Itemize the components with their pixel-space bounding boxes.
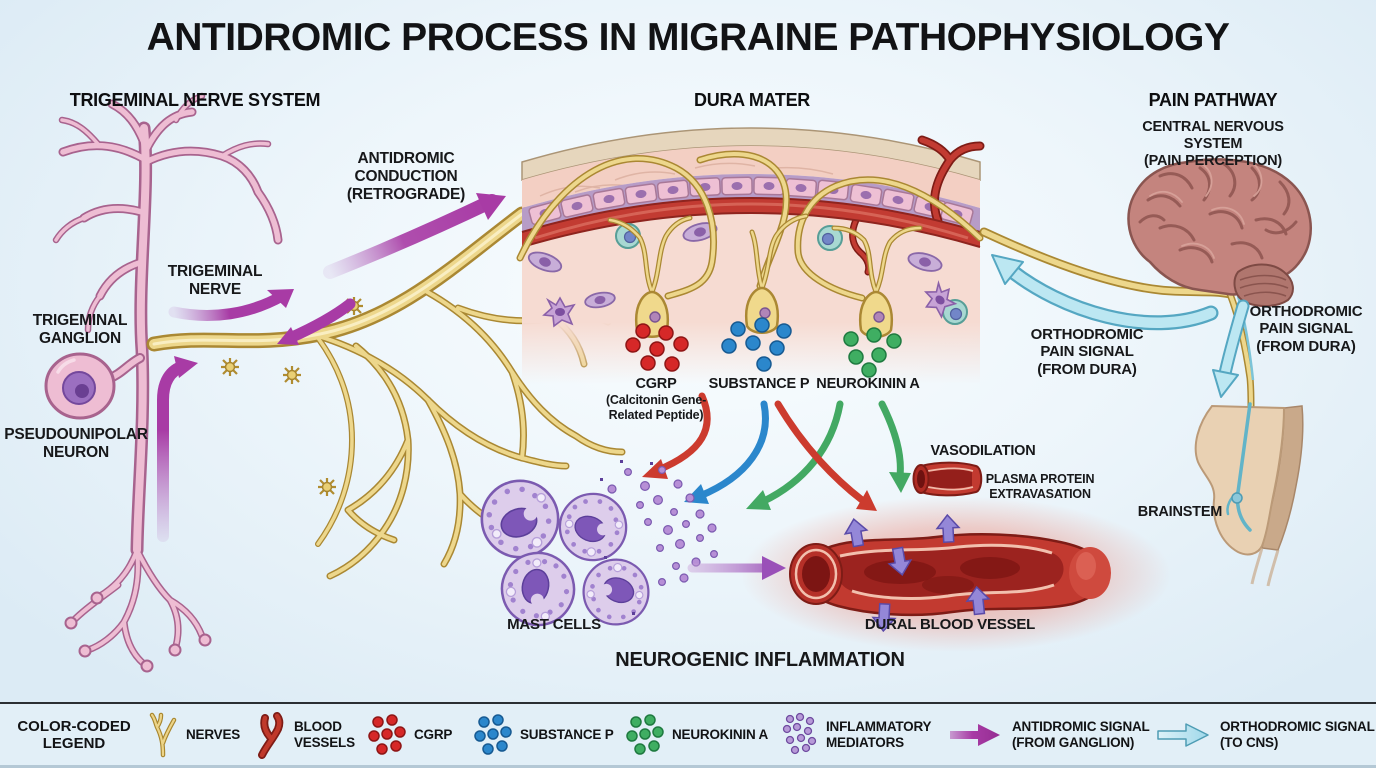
legend-item-nerves: NERVES [148, 704, 240, 765]
pseudounipolar-neuron-illustration [44, 96, 278, 673]
legend-item-label: SUBSTANCE P [520, 726, 614, 742]
neuropeptide-release-arrows [642, 392, 911, 511]
neurokinin-a-dots-icon [624, 712, 664, 758]
legend-item-label: NEUROKININ A [672, 726, 769, 742]
trigeminal-ganglion-cell [44, 352, 140, 420]
cgrp-dots-icon [366, 712, 406, 758]
legend-item-label: ORTHODROMIC SIGNAL (TO CNS) [1220, 719, 1375, 750]
label-plasma-protein: PLASMA PROTEIN EXTRAVASATION [985, 472, 1095, 501]
label-trigeminal-ganglion: TRIGEMINAL GANGLION [32, 312, 128, 347]
orthodromic-arrow-down-brainstem [1212, 299, 1250, 398]
legend-item-orthodromic-signal: ORTHODROMIC SIGNAL (TO CNS) [1156, 704, 1375, 765]
vasodilation-vessel-segment [912, 461, 983, 497]
label-neurogenic-inflammation: NEUROGENIC INFLAMMATION [615, 649, 905, 671]
legend-item-inflammatory-mediators: INFLAMMATORY MEDIATORS [780, 704, 932, 765]
legend-item-label: NERVES [186, 726, 241, 742]
legend-item-label: BLOOD VESSELS [294, 719, 355, 750]
legend-item-antidromic-signal: ANTIDROMIC SIGNAL (FROM GANGLION) [948, 704, 1150, 765]
label-cgrp-subtitle: (Calcitonin Gene- Related Peptide) [605, 393, 707, 422]
dural-blood-vessel-illustration [789, 461, 1111, 633]
brain-illustration [1127, 158, 1312, 307]
pain-pathway-illustration [979, 158, 1312, 587]
dural-artery-in-dura [521, 135, 985, 276]
label-brainstem: BRAINSTEM [1137, 504, 1223, 520]
nerve-terminal-bulbs [64, 591, 212, 673]
dura-scattered-cells [527, 222, 968, 328]
brainstem-illustration [1194, 402, 1304, 587]
inflammatory-mediators-dots-icon [780, 712, 818, 758]
nerve-branch-icon [148, 712, 178, 758]
substance-p-dots [721, 317, 792, 372]
antidromic-signal-arrows [157, 193, 506, 542]
cerebellum [1233, 263, 1294, 307]
page-title: ANTIDROMIC PROCESS IN MIGRAINE PATHOPHYS… [146, 16, 1230, 59]
label-cgrp: CGRP [635, 376, 677, 392]
section-header-dura: DURA MATER [694, 90, 810, 110]
section-header-trigeminal: TRIGEMINAL NERVE SYSTEM [69, 90, 321, 110]
mast-cells-illustration [480, 460, 786, 640]
label-orthodromic-right: ORTHODROMIC PAIN SIGNAL (FROM DURA) [1249, 303, 1363, 355]
label-mast-cells: MAST CELLS [507, 616, 601, 633]
label-substance-p: SUBSTANCE P [708, 376, 810, 392]
released-mediator-granules [607, 466, 718, 586]
label-cns: CENTRAL NERVOUS SYSTEM (PAIN PERCEPTION) [1142, 119, 1284, 169]
antidromic-arrow-icon [948, 721, 1004, 749]
orthodromic-arrow-icon [1156, 721, 1212, 749]
label-neurokinin-a: NEUROKININ A [816, 376, 920, 392]
legend-item-label: INFLAMMATORY MEDIATORS [826, 719, 932, 750]
legend-item-substance-p: SUBSTANCE P [472, 704, 614, 765]
orthodromic-arrow-to-dura [991, 254, 1219, 331]
legend-title: COLOR-CODED LEGEND [17, 717, 131, 752]
label-pseudounipolar-neuron: PSEUDOUNIPOLAR NEURON [4, 426, 148, 461]
legend-item-label: CGRP [414, 726, 453, 742]
label-orthodromic-left: ORTHODROMIC PAIN SIGNAL (FROM DURA) [1030, 326, 1144, 378]
label-vasodilation: VASODILATION [930, 443, 1036, 459]
label-antidromic-conduction: ANTIDROMIC CONDUCTION (RETROGRADE) [346, 150, 466, 203]
legend-item-label: ANTIDROMIC SIGNAL (FROM GANGLION) [1012, 719, 1150, 750]
color-coded-legend: COLOR-CODED LEGEND NERVES BLOOD VESSELS … [0, 702, 1376, 768]
label-trigeminal-nerve: TRIGEMINAL NERVE [167, 263, 263, 298]
dura-mater-cross-section [516, 127, 985, 384]
substance-p-dots-icon [472, 712, 512, 758]
legend-item-neurokinin-a: NEUROKININ A [624, 704, 768, 765]
label-dural-blood-vessel: DURAL BLOOD VESSEL [864, 616, 1036, 633]
section-header-pain-pathway: PAIN PATHWAY [1148, 90, 1278, 110]
blood-vessel-icon [252, 711, 286, 759]
neurokinin-a-dots [843, 327, 902, 378]
legend-item-blood-vessels: BLOOD VESSELS [252, 704, 355, 765]
cgrp-dots [625, 323, 689, 372]
legend-item-cgrp: CGRP [366, 704, 452, 765]
